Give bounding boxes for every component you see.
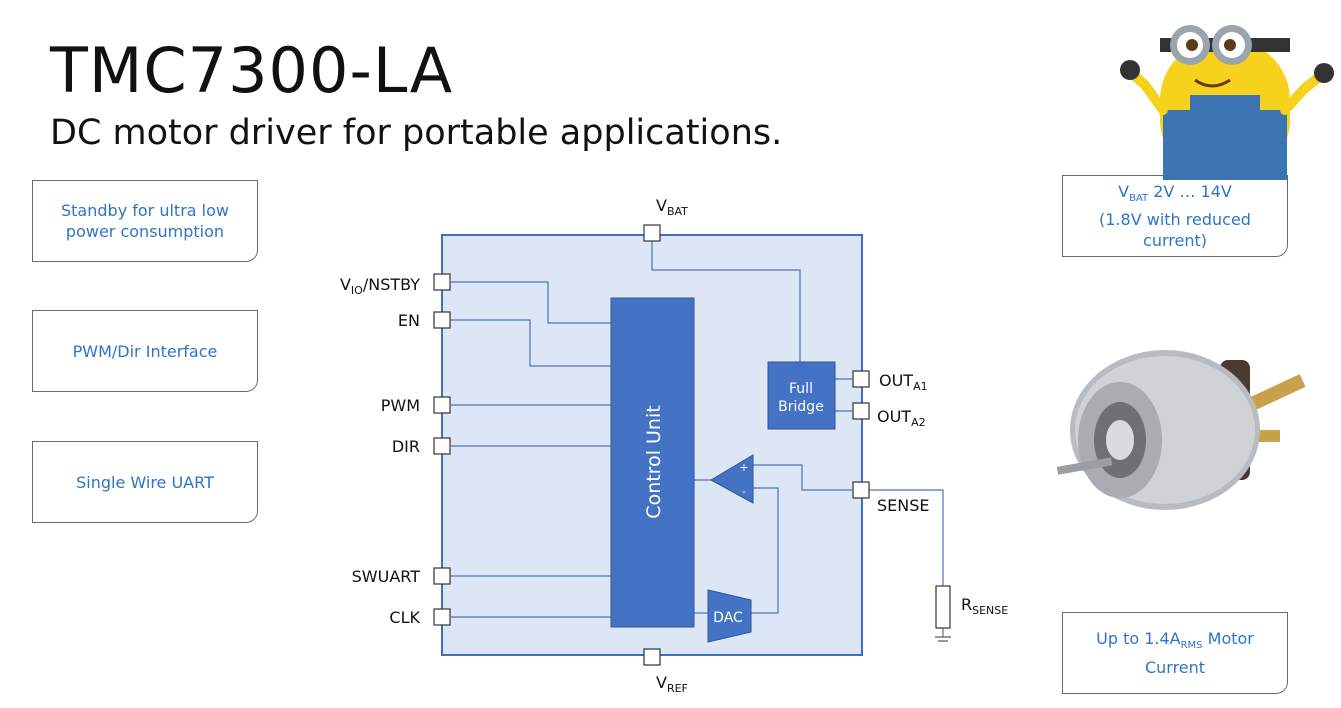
- pin-label-en: EN: [398, 311, 420, 330]
- wires: [451, 241, 951, 642]
- dac-label: DAC: [713, 610, 743, 626]
- pin-label-outa2: OUTA2: [877, 407, 926, 429]
- pin-label-vbat: VBAT: [656, 196, 688, 218]
- dac-block: [707, 589, 752, 643]
- callout-vbat-line2: (1.8V with reduced: [1099, 210, 1251, 230]
- pin-pads: [433, 224, 870, 666]
- comparator-plus: +: [739, 461, 748, 474]
- pin-label-clk: CLK: [389, 608, 420, 627]
- page-title: TMC7300-LA: [50, 34, 454, 107]
- callout-uart-text: Single Wire UART: [76, 472, 214, 492]
- callout-current-line2: Current: [1144, 657, 1206, 677]
- callout-vbat-line3: current): [1143, 231, 1207, 251]
- pin-label-outa1: OUTA1: [879, 371, 928, 393]
- page-subtitle: DC motor driver for portable application…: [50, 113, 783, 153]
- full-bridge-label-2: Bridge: [778, 399, 824, 415]
- callout-standby: Standby for ultra low power consumption: [32, 180, 258, 262]
- rsense-resistor: [935, 585, 951, 629]
- full-bridge-block: [767, 361, 836, 430]
- callout-pwm-dir-text: PWM/Dir Interface: [72, 341, 218, 361]
- callout-standby-text: Standby for ultra low power consumption: [61, 201, 229, 241]
- callout-vbat-line1: VBAT 2V … 14V: [1118, 181, 1232, 205]
- pin-label-vref: VREF: [656, 673, 688, 695]
- minion-mascot-illustration: [1120, 25, 1334, 180]
- full-bridge-label-1: Full: [789, 381, 813, 397]
- callout-pwm-dir: PWM/Dir Interface: [32, 310, 258, 392]
- pin-label-dir: DIR: [392, 437, 420, 456]
- control-unit-label: Control Unit: [643, 405, 665, 518]
- control-unit-block: [610, 297, 695, 628]
- pin-label-vio-nstby: VIO/NSTBY: [340, 275, 420, 297]
- dc-motor-photo: [1056, 350, 1306, 510]
- callout-uart: Single Wire UART: [32, 441, 258, 523]
- pin-label-sense: SENSE: [877, 496, 930, 515]
- comparator-minus: -: [742, 485, 746, 498]
- callout-current-line1: Up to 1.4ARMS Motor: [1096, 629, 1254, 652]
- pin-label-swuart: SWUART: [352, 567, 421, 586]
- callout-current: Up to 1.4ARMS Motor Current: [1062, 612, 1288, 694]
- comparator-block: [709, 454, 754, 504]
- pin-label-pwm: PWM: [381, 396, 420, 415]
- label-rsense: RSENSE: [961, 595, 1008, 617]
